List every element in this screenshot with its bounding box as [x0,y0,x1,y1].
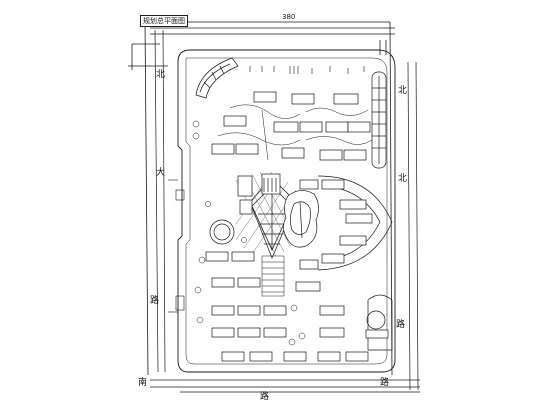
road-label-east-mid: 北 [398,174,408,184]
south-plaza-stairs [261,255,285,297]
road-label-south-mid: 路 [260,392,270,402]
west-plaza-building [237,173,281,215]
north-residential-blocks [211,91,371,161]
landscape-trees [192,120,306,346]
north-parking-row [249,66,365,74]
south-residential-blocks [205,251,369,362]
east-arc-buildings [299,175,393,271]
se-round-feature [365,294,393,351]
title-block-label: 规划总平面图 [140,15,188,27]
road-label-west-south: 路 [150,296,160,306]
nw-curved-building [195,57,239,99]
ne-vertical-building [371,71,387,169]
inner-site-outline [177,49,396,373]
road-label-west-mid: 大 [156,168,166,178]
road-label-south-west: 南 [138,378,148,388]
road-label-east-south: 路 [396,320,406,330]
north-paths [217,104,373,161]
road-label-south-east: 路 [380,378,390,388]
central-clubhouse [283,190,319,248]
road-label-west-north: 北 [156,70,166,80]
west-round-pond [209,219,235,245]
dimension-top: 380 [282,13,296,21]
perimeter-roads [150,27,420,393]
road-label-east-north: 北 [398,86,408,96]
entrance-markers [168,179,185,313]
